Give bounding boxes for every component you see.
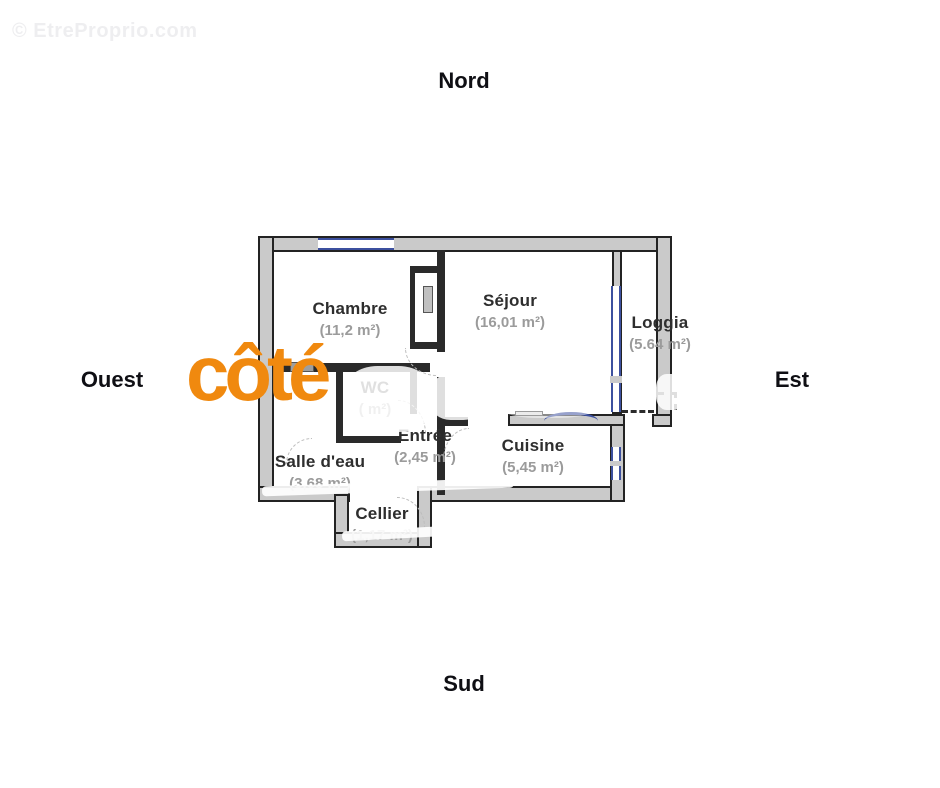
room-area: (16,01 m²) xyxy=(474,314,546,331)
room-area: (5.64 m²) xyxy=(629,336,691,353)
room-name: Loggia xyxy=(631,313,689,332)
room-area: (11,2 m²) xyxy=(319,322,381,339)
room-area: (2,45 m²) xyxy=(394,449,456,466)
room-name: Salle d'eau xyxy=(274,452,366,471)
door-frame-left xyxy=(410,266,415,349)
window-mullion xyxy=(610,461,622,466)
door-leaf-salle-deau xyxy=(290,362,314,372)
window-cuisine-top xyxy=(544,412,598,421)
site-credit-watermark: © EtreProprio.com xyxy=(12,20,198,42)
wall-lip xyxy=(515,411,543,416)
wall-wc-left xyxy=(336,372,343,443)
room-name: Entrée xyxy=(397,426,453,445)
compass-west: Ouest xyxy=(80,367,144,392)
logo-cote-watermark: côté xyxy=(186,329,331,417)
room-name: Cellier xyxy=(355,504,409,523)
watermark-blob xyxy=(344,366,432,432)
door-frame-top xyxy=(410,266,437,273)
room-area: (5,45 m²) xyxy=(502,459,564,476)
room-name: Chambre xyxy=(312,299,388,318)
watermark-blob xyxy=(656,374,684,410)
window-sejour-loggia-glazing xyxy=(611,286,621,412)
wall-post-cuisine xyxy=(437,417,468,426)
door-frame-bottom xyxy=(410,342,437,349)
room-label-chambre: Chambre (11,2 m²) xyxy=(290,299,410,339)
room-label-sejour: Séjour (16,01 m²) xyxy=(440,291,580,331)
compass-east: Est xyxy=(774,367,810,392)
wall-chambre-bottom xyxy=(274,363,430,372)
watermark-blob xyxy=(430,374,484,420)
room-label-cuisine: Cuisine (5,45 m²) xyxy=(473,436,593,476)
wall-wc-bottom xyxy=(336,436,401,443)
compass-north: Nord xyxy=(438,68,490,93)
door-leaf-chambre xyxy=(423,286,433,313)
glazing-mullion xyxy=(610,376,622,383)
wall-entree-right xyxy=(437,377,445,495)
wall-loggia-corner xyxy=(652,414,672,427)
wall-chambre-sejour xyxy=(437,250,445,352)
room-name: Cuisine xyxy=(501,436,565,455)
window-chambre-north xyxy=(318,238,394,250)
room-label-loggia: Loggia (5.64 m²) xyxy=(600,313,720,353)
room-label-entree: Entrée (2,45 m²) xyxy=(375,426,475,466)
compass-south: Sud xyxy=(443,671,485,696)
room-name: Séjour xyxy=(482,291,538,310)
loggia-open-edge xyxy=(622,410,654,413)
watermark-blob xyxy=(498,384,598,418)
